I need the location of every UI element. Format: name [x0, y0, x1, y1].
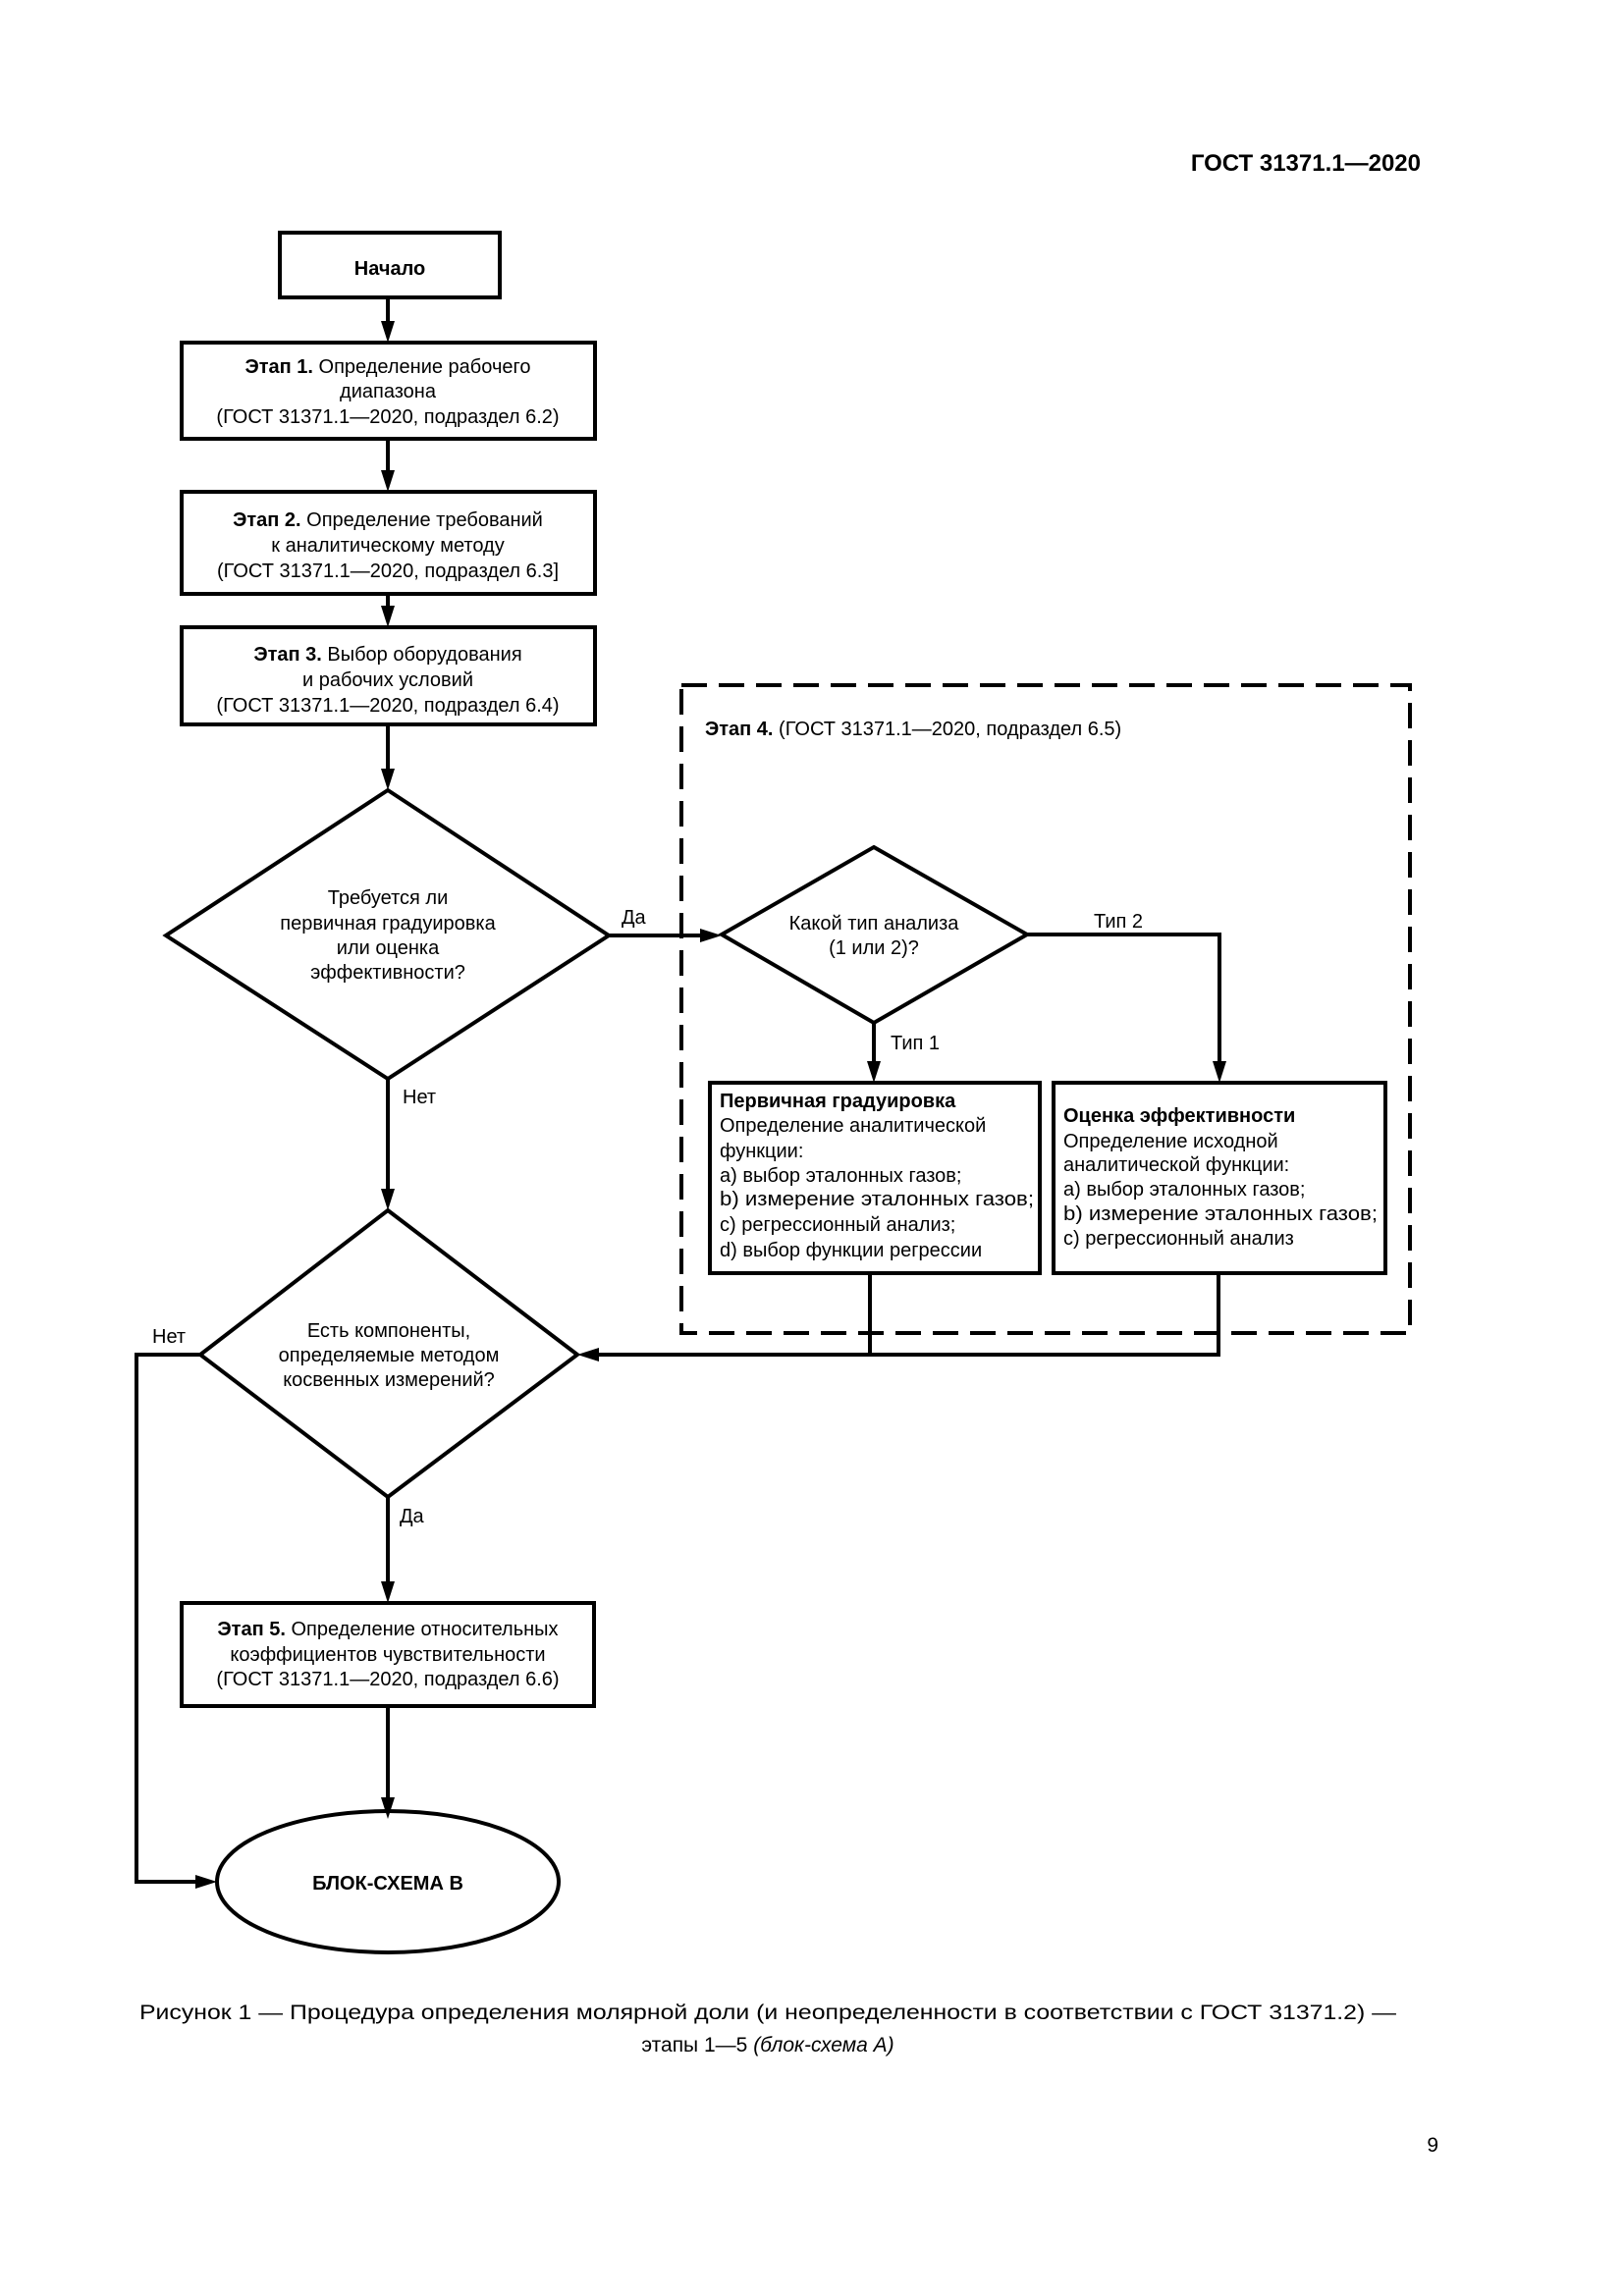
primary-calibration-line: Определение аналитической — [720, 1115, 986, 1137]
decision1-line4: эффективности? — [310, 962, 465, 984]
efficiency-evaluation-line: b) измерение эталонных газов; — [1063, 1203, 1378, 1225]
step4-title: Этап 4. (ГОСТ 31371.1—2020, подраздел 6.… — [705, 719, 1121, 740]
primary-calibration-line: c) регрессионный анализ; — [720, 1214, 955, 1236]
step4-reference: (ГОСТ 31371.1—2020, подраздел 6.5) — [779, 719, 1121, 740]
type1-label: Тип 1 — [891, 1033, 940, 1054]
connector-step4-decision2 — [596, 1273, 1220, 1357]
step4-group: Этап 4. (ГОСТ 31371.1—2020, подраздел 6.… — [679, 683, 1412, 1335]
arrowhead — [867, 1061, 881, 1083]
efficiency-evaluation-line: Определение исходной — [1063, 1131, 1278, 1152]
arrowhead — [381, 470, 395, 492]
step3-line1: Этап 3. Выбор оборудования — [253, 644, 521, 666]
step2-text: Определение требований — [306, 509, 543, 531]
step2-line3: (ГОСТ 31371.1—2020, подраздел 6.3] — [217, 561, 559, 582]
decision2-no-label: Нет — [152, 1326, 186, 1348]
primary-calibration-line: d) выбор функции регрессии — [720, 1240, 982, 1261]
step5-line2: коэффициентов чувствительности — [230, 1644, 545, 1666]
step3-line2: и рабочих условий — [302, 669, 473, 691]
start-label: Начало — [354, 258, 425, 280]
decision1-line2: первичная градуировка — [280, 913, 496, 934]
decision2-yes-label: Да — [400, 1506, 425, 1527]
decision1-yes-label: Да — [622, 907, 647, 929]
step5-node: Этап 5. Определение относительных коэффи… — [180, 1601, 596, 1708]
step1-line1: Этап 1. Определение рабочего — [245, 356, 531, 378]
decision1-diamond — [162, 787, 613, 1082]
connector-decision2-no — [135, 1353, 200, 1884]
step3-line3: (ГОСТ 31371.1—2020, подраздел 6.4) — [216, 695, 559, 717]
step2-prefix: Этап 2. — [233, 509, 300, 531]
primary-calibration-title: Первичная градуировка — [720, 1091, 956, 1112]
step3-node: Этап 3. Выбор оборудования и рабочих усл… — [180, 625, 597, 726]
arrowhead — [577, 1348, 599, 1362]
analysis-type-line1: Какой тип анализа — [789, 913, 960, 934]
step3-text: Выбор оборудования — [327, 644, 521, 666]
decision1-node: Требуется ли первичная градуировка или о… — [162, 787, 647, 1108]
arrowhead — [381, 606, 395, 627]
type2-label: Тип 2 — [1094, 911, 1143, 933]
efficiency-evaluation-title: Оценка эффективности — [1063, 1105, 1295, 1127]
step1-line2: диапазона — [340, 381, 437, 402]
step5-prefix: Этап 5. — [217, 1619, 285, 1640]
efficiency-evaluation-line: c) регрессионный анализ — [1063, 1228, 1294, 1250]
page-number: 9 — [1427, 2134, 1438, 2157]
decision2-node: Есть компоненты, определяемые методом ко… — [152, 1207, 581, 1527]
figure-caption-line2: этапы 1—5 (блок-схема А) — [641, 2034, 893, 2056]
decision2-line1: Есть компоненты, — [307, 1320, 470, 1342]
decision1-line1: Требуется ли — [328, 887, 449, 909]
arrowhead — [381, 321, 395, 343]
primary-calibration-line: функции: — [720, 1141, 803, 1162]
start-node: Начало — [278, 231, 502, 299]
step2-node: Этап 2. Определение требований к аналити… — [180, 490, 597, 596]
arrowhead — [700, 929, 722, 942]
figure-caption-line1: Рисунок 1 — Процедура определения молярн… — [139, 2002, 1396, 2024]
analysis-type-line2: (1 или 2)? — [829, 937, 919, 959]
arrowhead — [381, 1189, 395, 1210]
step3-prefix: Этап 3. — [253, 644, 321, 666]
primary-calibration-box — [708, 1081, 1042, 1275]
analysis-type-diamond — [718, 844, 1032, 1026]
decision1-no-label: Нет — [403, 1087, 436, 1108]
step1-node: Этап 1. Определение рабочего диапазона (… — [180, 341, 597, 441]
decision1-line3: или оценка — [337, 937, 440, 959]
step1-line3: (ГОСТ 31371.1—2020, подраздел 6.2) — [216, 406, 559, 428]
connector-type2 — [1027, 933, 1221, 1064]
end-node: БЛОК-СХЕМА B — [215, 1809, 561, 1954]
step1-prefix: Этап 1. — [245, 356, 313, 378]
step5-text: Определение относительных — [291, 1619, 558, 1640]
primary-calibration-line: a) выбор эталонных газов; — [720, 1165, 961, 1187]
arrowhead — [381, 1581, 395, 1603]
arrowhead — [1213, 1061, 1226, 1083]
end-label: БЛОК-СХЕМА B — [312, 1873, 463, 1895]
arrowhead — [381, 769, 395, 790]
step5-line3: (ГОСТ 31371.1—2020, подраздел 6.6) — [216, 1669, 559, 1690]
decision2-line2: определяемые методом — [279, 1345, 500, 1366]
step2-line1: Этап 2. Определение требований — [233, 509, 543, 531]
step1-text: Определение рабочего — [319, 356, 531, 378]
step5-line1: Этап 5. Определение относительных — [217, 1619, 558, 1640]
arrowhead — [381, 1797, 395, 1819]
efficiency-evaluation-line: a) выбор эталонных газов; — [1063, 1179, 1305, 1201]
step2-line2: к аналитическому методу — [271, 535, 504, 557]
primary-calibration-line: b) измерение эталонных газов; — [720, 1189, 1034, 1210]
document-number: ГОСТ 31371.1—2020 — [1191, 150, 1421, 177]
connectors — [135, 297, 1226, 1889]
caption-scheme-name: (блок-схема А) — [753, 2034, 893, 2056]
step4-prefix: Этап 4. — [705, 719, 773, 740]
step4-dashed-frame — [679, 683, 1412, 1335]
efficiency-evaluation-line: аналитической функции: — [1063, 1154, 1289, 1176]
caption-stages: этапы 1—5 — [641, 2034, 753, 2056]
arrowhead — [195, 1875, 217, 1889]
decision2-line3: косвенных измерений? — [283, 1369, 495, 1391]
